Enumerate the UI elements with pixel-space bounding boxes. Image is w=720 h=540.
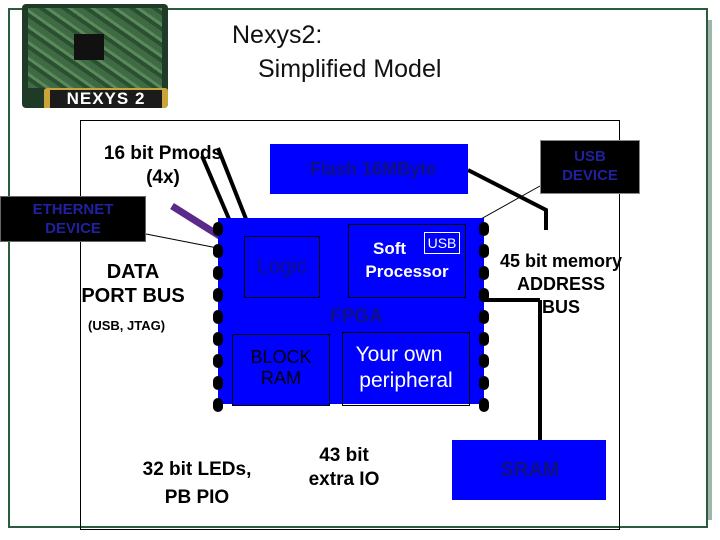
fpga-label: FPGA — [330, 306, 383, 327]
flash-memory-block: Flash 16MByte — [270, 144, 468, 194]
logic-block: Logic — [244, 236, 320, 298]
address-bus-line-3: BUS — [541, 297, 580, 317]
pmods-line-1: 16 bit Pmods — [103, 143, 223, 164]
pmod-wire-2 — [200, 155, 234, 227]
logic-label: Logic — [256, 255, 308, 278]
extra-io-line-1: 43 bit — [319, 445, 369, 466]
pmods-line-2: (4x) — [146, 167, 180, 188]
data-port-label: DATA PORT BUS — [66, 260, 200, 308]
ethernet-line-1: ETHERNET — [32, 201, 114, 218]
pmods-label: 16 bit Pmods (4x) — [84, 142, 242, 190]
logo-band: NEXYS 2 — [44, 88, 168, 108]
slide-frame — [8, 8, 712, 528]
slide-title: Nexys2: Simplified Model — [232, 18, 441, 86]
pin-right-1 — [479, 244, 489, 258]
pin-right-5 — [479, 332, 489, 346]
usb-mini-label: USB — [427, 235, 457, 251]
leds-line-2: PB PIO — [164, 487, 230, 508]
block-ram: BLOCK RAM — [232, 334, 330, 406]
block-ram-line-2: RAM — [261, 368, 301, 388]
peripheral-line-2: peripheral — [359, 369, 453, 392]
leds-line-1: 32 bit LEDs, — [142, 459, 252, 480]
pin-left-5 — [213, 332, 223, 346]
leds-label: 32 bit LEDs, PB PIO — [122, 456, 272, 512]
flash-wire — [467, 168, 548, 230]
soft-processor-line-1: Soft — [373, 239, 407, 258]
logo-text: NEXYS 2 — [50, 90, 162, 108]
pin-left-6 — [213, 354, 223, 368]
pin-right-6 — [479, 354, 489, 368]
pin-right-0 — [479, 222, 489, 236]
extra-io-line-2: extra IO — [308, 469, 380, 490]
extra-io-label: 43 bit extra IO — [290, 444, 398, 492]
data-port-line-2: PORT BUS — [81, 285, 185, 307]
pmod-wire-1 — [216, 147, 250, 225]
sram-block: SRAM — [452, 440, 606, 500]
board-outline — [80, 120, 620, 530]
pin-right-4 — [479, 310, 489, 324]
data-port-line-3: (USB, JTAG) — [88, 318, 166, 333]
pin-left-8 — [213, 398, 223, 412]
address-bus-line-2: ADDRESS — [516, 274, 605, 294]
usb-mini-block: USB — [424, 232, 460, 254]
pin-right-3 — [479, 288, 489, 302]
sram-label: SRAM — [500, 459, 560, 481]
nexys2-logo: NEXYS 2 — [22, 4, 168, 108]
usb-device-block: USB DEVICE — [540, 140, 640, 194]
peripheral-block: Your own peripheral — [342, 332, 470, 406]
title-line-2: Simplified Model — [258, 55, 442, 83]
usb-device-line-2: DEVICE — [562, 167, 618, 184]
pin-left-7 — [213, 376, 223, 390]
soft-processor-block: Soft Processor — [348, 224, 466, 298]
usb-device-line-1: USB — [574, 148, 606, 165]
pin-right-2 — [479, 266, 489, 280]
block-ram-line-1: BLOCK — [250, 347, 312, 367]
pin-left-4 — [213, 310, 223, 324]
pin-left-2 — [213, 266, 223, 280]
pin-left-3 — [213, 288, 223, 302]
ethernet-line-2: DEVICE — [45, 220, 101, 237]
peripheral-line-1: Your own — [355, 343, 443, 366]
fpga-chip-photo — [74, 34, 104, 60]
flash-label: Flash 16MByte — [309, 159, 437, 179]
pin-right-8 — [479, 398, 489, 412]
ethernet-device-block: ETHERNET DEVICE — [0, 196, 146, 242]
pin-left-0 — [213, 222, 223, 236]
data-port-line-1: DATA — [106, 261, 160, 283]
address-bus-line-1: 45 bit memory — [499, 251, 623, 271]
pin-right-7 — [479, 376, 489, 390]
soft-processor-line-2: Processor — [365, 262, 449, 281]
pin-left-1 — [213, 244, 223, 258]
address-bus-label: 45 bit memory ADDRESS BUS — [488, 250, 634, 319]
title-line-1: Nexys2: — [232, 21, 323, 49]
